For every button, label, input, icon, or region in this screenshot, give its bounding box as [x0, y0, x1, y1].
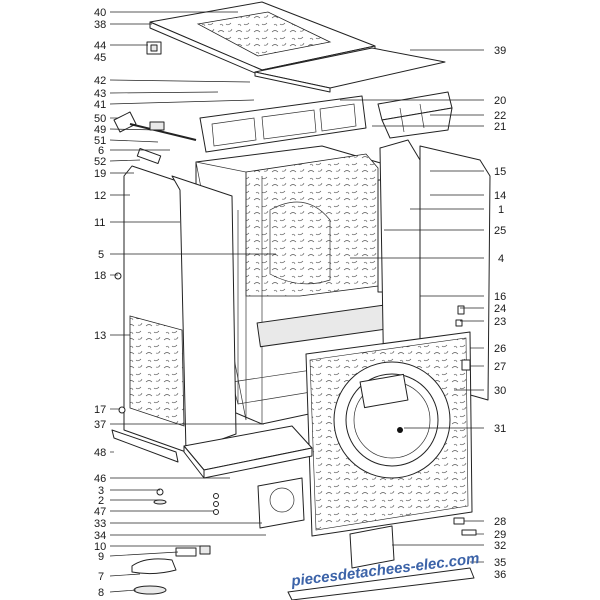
- callout-41: 41: [94, 99, 106, 111]
- callout-25: 25: [494, 225, 506, 237]
- callout-36: 36: [494, 569, 506, 581]
- callout-12: 12: [94, 190, 106, 202]
- callout-39: 39: [494, 45, 506, 57]
- callout-17: 17: [94, 404, 106, 416]
- left-side-panel: [123, 165, 237, 453]
- callout-9: 9: [98, 551, 104, 563]
- callout-38: 38: [94, 19, 106, 31]
- callout-1: 1: [498, 204, 504, 216]
- callout-3: 3: [98, 485, 104, 497]
- callout-11: 11: [94, 217, 105, 229]
- callout-37: 37: [94, 419, 106, 431]
- callout-22: 22: [494, 110, 506, 122]
- callout-34: 34: [94, 530, 106, 542]
- callout-31: 31: [494, 423, 506, 435]
- callout-6: 6: [98, 145, 104, 157]
- control-panel-frame: [199, 95, 367, 153]
- callout-51: 51: [94, 135, 106, 147]
- callout-50: 50: [94, 113, 106, 125]
- callout-47: 47: [94, 506, 106, 518]
- hinge-parts: [453, 305, 477, 536]
- service-flap: [349, 525, 395, 569]
- callout-52: 52: [94, 156, 106, 168]
- callout-5: 5: [98, 249, 104, 261]
- callout-labels-left: 40 38 44 45 42 43 41 50 49 51 6 52 19 12…: [94, 7, 106, 599]
- callout-26: 26: [494, 343, 506, 355]
- base-frame: [183, 425, 313, 479]
- callout-15: 15: [494, 166, 506, 178]
- callout-33: 33: [94, 518, 106, 530]
- callout-18: 18: [94, 270, 106, 282]
- relay-part: [136, 147, 162, 165]
- callout-27: 27: [494, 361, 506, 373]
- callout-49: 49: [94, 124, 106, 136]
- callout-45: 45: [94, 52, 106, 64]
- callout-48: 48: [94, 447, 106, 459]
- bottom-trim: [287, 567, 475, 600]
- callout-14: 14: [494, 190, 506, 202]
- callout-13: 13: [94, 330, 106, 342]
- hinge-bracket: [146, 41, 162, 55]
- callout-7: 7: [98, 571, 104, 583]
- callout-46: 46: [94, 473, 106, 485]
- callout-8: 8: [98, 587, 104, 599]
- callout-23: 23: [494, 316, 506, 328]
- callout-30: 30: [494, 385, 506, 397]
- callout-16: 16: [494, 291, 506, 303]
- callout-42: 42: [94, 75, 106, 87]
- callout-44: 44: [94, 40, 106, 52]
- detergent-drawer: [377, 91, 453, 139]
- callout-43: 43: [94, 88, 106, 100]
- callout-40: 40: [94, 7, 106, 19]
- front-panel: [305, 331, 473, 537]
- pump-and-feet: [114, 272, 219, 595]
- pump-housing: [257, 477, 305, 529]
- inlet-valve: [113, 111, 197, 141]
- callout-20: 20: [494, 95, 506, 107]
- top-panel: [254, 47, 446, 93]
- callout-32: 32: [494, 540, 506, 552]
- callout-35: 35: [494, 557, 506, 569]
- leader-lines: [109, 11, 484, 593]
- kick-plate: [111, 429, 179, 463]
- callout-2: 2: [98, 495, 104, 507]
- callout-28: 28: [494, 516, 506, 528]
- callout-4: 4: [498, 253, 504, 265]
- callout-21: 21: [494, 121, 506, 133]
- callout-labels-right: 39 20 22 21 15 14 1 25 4 16 24 23 26 27 …: [494, 45, 506, 581]
- callout-29: 29: [494, 529, 506, 541]
- callout-24: 24: [494, 303, 506, 315]
- callout-10: 10: [94, 541, 106, 553]
- callout-19: 19: [94, 168, 106, 180]
